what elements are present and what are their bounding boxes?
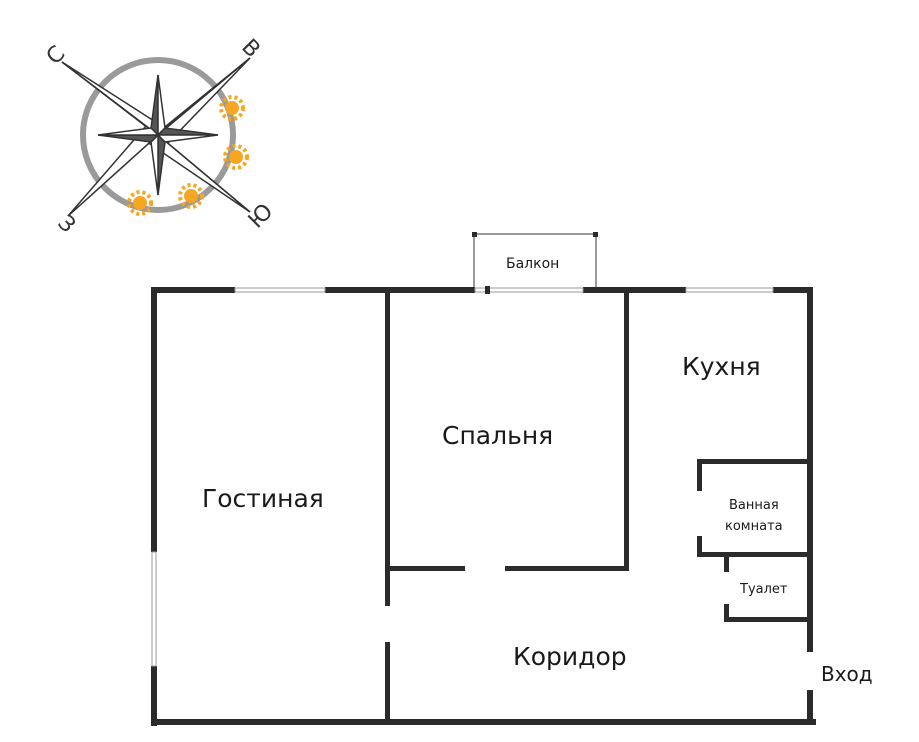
- room-label-balcony: Балкон: [506, 256, 559, 272]
- compass-ring: [80, 57, 236, 213]
- entrance-label: Вход: [821, 662, 873, 686]
- room-label-bedroom: Спальня: [442, 421, 553, 450]
- sun-icon: [219, 95, 245, 121]
- sun-icon: [223, 144, 249, 170]
- window-kitchen-top: [685, 287, 774, 293]
- room-label-living-room: Гостиная: [202, 484, 324, 513]
- compass-south-label: Ю: [244, 199, 278, 233]
- compass-west-label: З: [52, 211, 80, 239]
- room-label-kitchen: Кухня: [682, 352, 761, 381]
- compass-east-label: В: [236, 35, 264, 63]
- window-living-top: [234, 287, 326, 293]
- room-label-corridor: Коридор: [513, 642, 627, 671]
- balcony: Балкон: [472, 232, 598, 292]
- sun-icon: [127, 190, 153, 216]
- windows: [151, 286, 774, 667]
- window-living-left: [151, 551, 157, 667]
- room-label-bathroom-line2: комната: [725, 519, 783, 534]
- compass-needles: [61, 57, 251, 217]
- sun-icons: [127, 95, 249, 216]
- sun-icon: [178, 183, 204, 209]
- room-label-bathroom-line1: Ванная: [729, 498, 779, 513]
- compass-rose: С В Ю З: [42, 35, 278, 239]
- balcony-door: [474, 287, 584, 293]
- room-label-toilet: Туалет: [739, 582, 788, 597]
- walls: [151, 287, 816, 726]
